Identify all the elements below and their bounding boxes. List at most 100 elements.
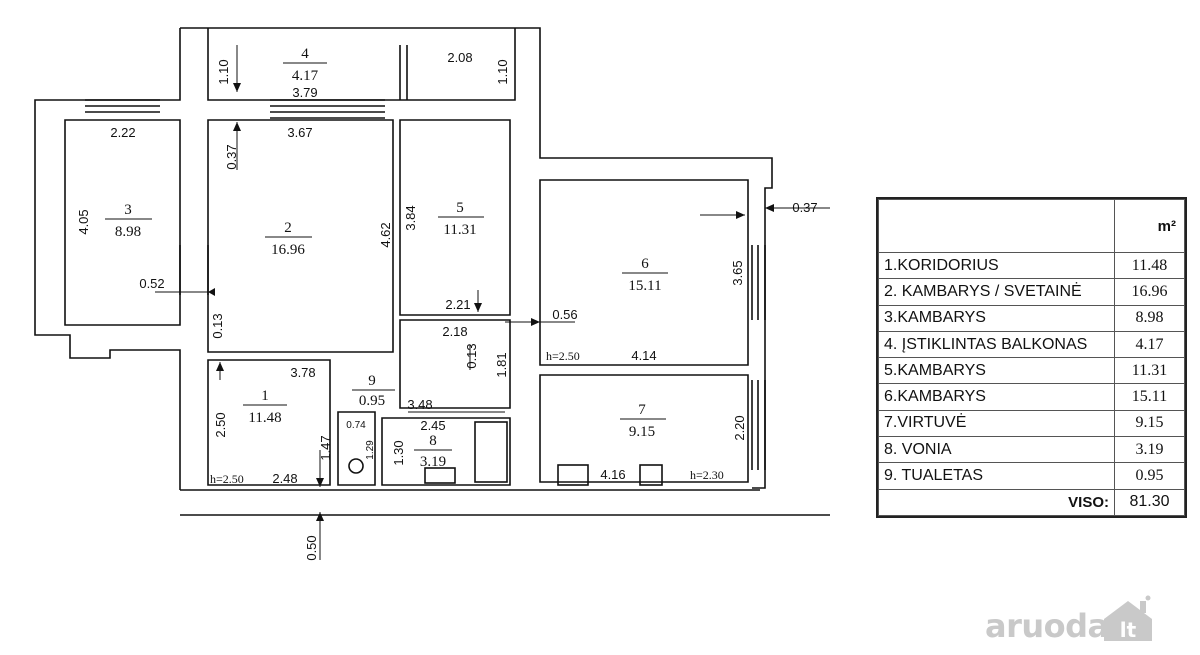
- room-9-num: 9: [368, 373, 376, 389]
- dim-label: 0.56: [552, 307, 577, 322]
- legend-room-area: 0.95: [1114, 462, 1185, 490]
- basin: [424, 467, 456, 484]
- total-value: 81.30: [1114, 488, 1185, 517]
- dim-label: 3.84: [403, 205, 418, 230]
- legend-room-name: 5.KAMBARYS: [878, 357, 1115, 385]
- dim-label: 0.52: [139, 276, 164, 291]
- window-room6: [751, 245, 766, 320]
- room6-inner: [539, 179, 749, 366]
- dim-label: 1.29: [365, 440, 376, 460]
- dim-label: 1.30: [391, 440, 406, 465]
- dim-label: 2.48: [272, 471, 297, 486]
- dim-label: 0.37: [224, 144, 239, 169]
- dim-label: 4.62: [378, 222, 393, 247]
- room-8-num: 8: [429, 433, 437, 449]
- watermark-logo: aruodas lt: [985, 595, 1175, 645]
- legend-room-name: 7.VIRTUVĖ: [878, 409, 1115, 438]
- room7-inner: [539, 374, 749, 483]
- room-4-area: 4.17: [292, 68, 319, 84]
- room-3-area: 8.98: [115, 224, 141, 240]
- legend-room-name: 8. VONIA: [878, 436, 1115, 464]
- dim-label: 2.21: [445, 297, 470, 312]
- outer-wall: [180, 27, 773, 489]
- room-3-num: 3: [124, 202, 132, 218]
- legend-room-area: 8.98: [1114, 304, 1185, 332]
- legend-room-name: 3.KAMBARYS: [878, 304, 1115, 332]
- legend-room-name: 6.KAMBARYS: [878, 383, 1115, 411]
- dim-label: 0.37: [792, 200, 817, 215]
- legend-room-name: 1.KORIDORIUS: [878, 251, 1115, 280]
- room-8-area: 3.19: [420, 454, 446, 470]
- bottom-wall: [180, 489, 830, 516]
- left-wing: [34, 28, 181, 490]
- dim-label: 2.08: [447, 50, 472, 65]
- legend-room-area: 11.31: [1114, 357, 1185, 385]
- watermark-text: aruodas: [985, 607, 1128, 645]
- house-icon: lt: [1104, 595, 1152, 642]
- window-balcony: [270, 99, 385, 119]
- legend-room-area: 4.17: [1114, 330, 1185, 359]
- legend-room-area: 15.11: [1114, 383, 1185, 411]
- dim-label: 3.48: [407, 397, 432, 412]
- dim-label: h=2.50: [210, 472, 244, 486]
- dim-label: 2.45: [420, 418, 445, 433]
- dim-label: h=2.50: [546, 349, 580, 363]
- corridor-inner: [399, 319, 511, 409]
- window-room3: [85, 99, 160, 113]
- floor-plan: 2 16.96 3 8.98 4 4.17 5 11.31 6 15.11 7 …: [34, 27, 830, 561]
- total-label: VISO:: [878, 488, 1115, 517]
- dim-label: 1.10: [495, 59, 510, 84]
- bathtub: [474, 421, 508, 483]
- room-7-area: 9.15: [629, 424, 655, 440]
- dim-label: 1.81: [494, 352, 509, 377]
- legend-room-name: 9. TUALETAS: [878, 462, 1115, 490]
- dim-label: 4.14: [631, 348, 656, 363]
- unit-header: m²: [1114, 199, 1185, 253]
- dim-label: 0.13: [464, 343, 479, 368]
- dim-label: 3.65: [730, 260, 745, 285]
- dim-label: 0.74: [346, 420, 366, 431]
- sink: [639, 464, 663, 486]
- stove: [557, 464, 589, 486]
- legend-room-area: 16.96: [1114, 278, 1185, 306]
- dim-label: 2.20: [732, 415, 747, 440]
- room-1-area: 11.48: [248, 410, 281, 426]
- room9-inner: [337, 411, 376, 486]
- legend-room-name: 4. ĮSTIKLINTAS BALKONAS: [878, 330, 1115, 359]
- room-6-num: 6: [641, 256, 649, 272]
- dim-label: 0.13: [210, 313, 225, 338]
- door-gap-left: [179, 245, 209, 295]
- room1-inner: [207, 359, 331, 486]
- window-room7: [751, 380, 766, 470]
- room3-inner: [64, 119, 181, 326]
- room-2-area: 16.96: [271, 242, 305, 258]
- room8-inner: [381, 417, 511, 486]
- dim-label: 2.50: [213, 412, 228, 437]
- room-7-num: 7: [638, 402, 646, 418]
- dim-label: 4.16: [600, 467, 625, 482]
- room-1-num: 1: [261, 388, 269, 404]
- dim-label: h=2.30: [690, 468, 724, 482]
- legend-room-area: 3.19: [1114, 436, 1185, 464]
- watermark-house-text: lt: [1120, 618, 1137, 642]
- dim-label: 2.18: [442, 324, 467, 339]
- room5-inner: [399, 119, 511, 316]
- room-5-num: 5: [456, 200, 464, 216]
- legend-room-area: 9.15: [1114, 409, 1185, 438]
- balcony-divider: [399, 45, 408, 100]
- room-9-area: 0.95: [359, 393, 385, 409]
- room-5-area: 11.31: [443, 222, 476, 238]
- room-4-num: 4: [301, 46, 309, 62]
- dim-label: 1.47: [318, 435, 333, 460]
- legend-room-area: 11.48: [1114, 251, 1185, 280]
- dim-label: 3.79: [292, 85, 317, 100]
- dim-label: 4.05: [76, 209, 91, 234]
- dim-label: 0.50: [304, 535, 319, 560]
- toilet: [348, 458, 364, 474]
- room-6-area: 15.11: [628, 278, 661, 294]
- dim-label: 3.67: [287, 125, 312, 140]
- dim-label: 1.10: [216, 59, 231, 84]
- dim-label: 3.78: [290, 365, 315, 380]
- room-2-num: 2: [284, 220, 292, 236]
